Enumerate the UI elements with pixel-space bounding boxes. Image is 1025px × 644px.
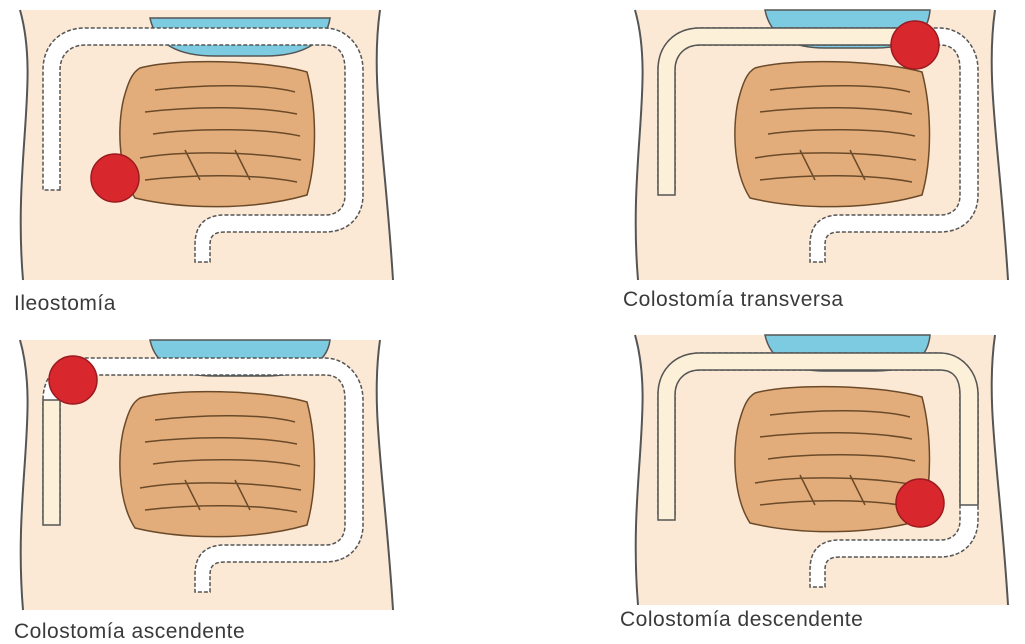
panel-caption: Ileostomía (14, 292, 116, 316)
stoma-marker (49, 356, 97, 404)
stoma-marker (891, 21, 939, 69)
panel-caption: Colostomía descendente (620, 608, 863, 632)
stoma-marker (91, 154, 139, 202)
panel-caption: Colostomía transversa (623, 288, 844, 312)
ascending-colostomy-diagram (0, 330, 410, 620)
panel-descending-colostomy: Colostomía descendente (615, 325, 1025, 642)
small-intestine (735, 62, 930, 207)
stoma-marker (896, 479, 944, 527)
panel-transverse-colostomy: Colostomía transversa (615, 0, 1025, 320)
active-colon-segment (43, 400, 60, 525)
panel-ascending-colostomy: Colostomía ascendente (0, 330, 410, 642)
descending-colostomy-diagram (615, 325, 1025, 615)
small-intestine (120, 62, 315, 207)
panel-ileostomy: Ileostomía (0, 0, 410, 320)
transverse-colostomy-diagram (615, 0, 1025, 290)
panel-caption: Colostomía ascendente (14, 620, 245, 644)
small-intestine (120, 392, 315, 537)
ileostomy-diagram (0, 0, 410, 290)
